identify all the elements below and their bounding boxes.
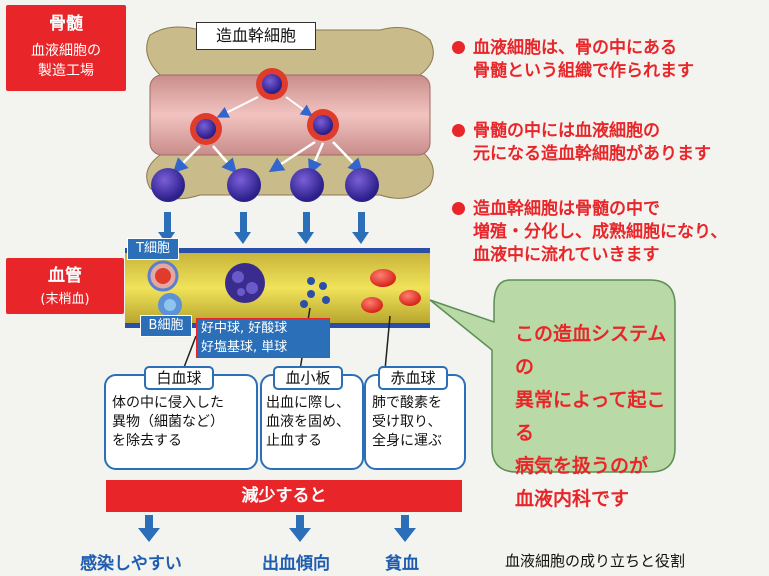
callout-line2: 異常によって起こる [515, 389, 666, 444]
progenitor-cells [151, 168, 379, 202]
bullet-dot-icon [452, 124, 465, 137]
bullet-3: 造血幹細胞は骨髄の中で 増殖・分化し、成熟細胞になり、 血液中に流れていきます [452, 198, 769, 267]
figure-caption: 血液細胞の成り立ちと役割 [505, 552, 686, 570]
decrease-bar [106, 480, 462, 512]
red-blood-cell-desc: 肺で酸素を 受け取り、 全身に運ぶ [372, 394, 464, 451]
bullet-dot-icon [452, 202, 465, 215]
bullet-2-line1: 骨髄の中には血液細胞の [473, 121, 660, 141]
bullet-3-line2: 増殖・分化し、成熟細胞になり、 [473, 222, 728, 242]
callout-text: この造血システムの 異常によって起こる 病気を扱うのが 血液内科です [515, 318, 673, 516]
red-blood-cell-title: 赤血球 [378, 366, 448, 390]
bullet-1: 血液細胞は、骨の中にある 骨髄という組織で作られます [452, 37, 767, 83]
callout-line4: 血液内科です [515, 488, 630, 510]
granulocytes-label: 好中球, 好酸球 好塩基球, 単球 [196, 318, 330, 358]
white-blood-cell-box [104, 374, 258, 470]
effect-bleeding: 出血傾向 [262, 554, 330, 574]
bone-shape [146, 26, 434, 200]
granulocytes-line2: 好塩基球, 単球 [201, 340, 288, 355]
release-arrows [158, 212, 369, 244]
progenitor-arrows [172, 140, 364, 175]
platelet-desc-line2: 血液を固め、 [266, 414, 350, 430]
bullet-3-line1: 造血幹細胞は骨髄の中で [473, 199, 660, 219]
white-blood-cell-title: 白血球 [144, 366, 214, 390]
platelet-title: 血小板 [273, 366, 343, 390]
bone-marrow-sub-line2: 製造工場 [38, 63, 94, 79]
platelet-desc: 出血に際し、 血液を固め、 止血する [266, 394, 361, 451]
effect-infection: 感染しやすい [80, 554, 182, 574]
granulocytes-line1: 好中球, 好酸球 [201, 321, 288, 336]
white-blood-cell-desc: 体の中に侵入した 異物（細菌など） を除去する [112, 394, 254, 451]
bone-marrow-sub-line1: 血液細胞の [31, 43, 101, 59]
effect-anemia: 貧血 [385, 554, 419, 574]
white-blood-cell-desc-line1: 体の中に侵入した [112, 395, 224, 411]
callout-shape [429, 279, 676, 473]
vessel-cells [147, 260, 421, 317]
t-cell-label: T細胞 [127, 238, 179, 260]
decrease-arrows [138, 515, 416, 542]
bullet-1-line2: 骨髄という組織で作られます [473, 61, 694, 81]
b-cell-label: B細胞 [140, 315, 192, 337]
red-blood-cell-box [364, 374, 466, 470]
bullet-2: 骨髄の中には血液細胞の 元になる造血幹細胞があります [452, 120, 767, 166]
bullet-1-line1: 血液細胞は、骨の中にある [473, 38, 677, 58]
bone-marrow-label-box: 骨髄 血液細胞の 製造工場 [6, 5, 126, 91]
white-blood-cell-desc-line3: を除去する [112, 433, 182, 449]
blood-vessel-label-box: 血管 (末梢血) [6, 258, 124, 314]
stem-cells [190, 68, 339, 145]
stem-cell-label: 造血幹細胞 [196, 22, 316, 50]
platelet-desc-line3: 止血する [266, 433, 322, 449]
bullet-3-line3: 血液中に流れていきます [473, 245, 660, 265]
white-blood-cell-desc-line2: 異物（細菌など） [112, 414, 224, 430]
red-blood-cell-desc-line1: 肺で酸素を [372, 395, 442, 411]
bullet-dot-icon [452, 41, 465, 54]
decrease-bar-label: 減少すると [241, 486, 327, 506]
platelet-box [260, 374, 364, 470]
bone-marrow-label: 骨髄 [49, 14, 83, 34]
red-blood-cell-desc-line3: 全身に運ぶ [372, 433, 442, 449]
callout-line1: この造血システムの [515, 323, 667, 378]
platelet-desc-line1: 出血に際し、 [266, 395, 350, 411]
blood-vessel-label: 血管 [48, 266, 82, 286]
bullet-2-line2: 元になる造血幹細胞があります [473, 144, 711, 164]
red-blood-cell-desc-line2: 受け取り、 [372, 414, 442, 430]
callout-line3: 病気を扱うのが [515, 455, 649, 477]
blood-vessel-sub: (末梢血) [40, 292, 90, 307]
